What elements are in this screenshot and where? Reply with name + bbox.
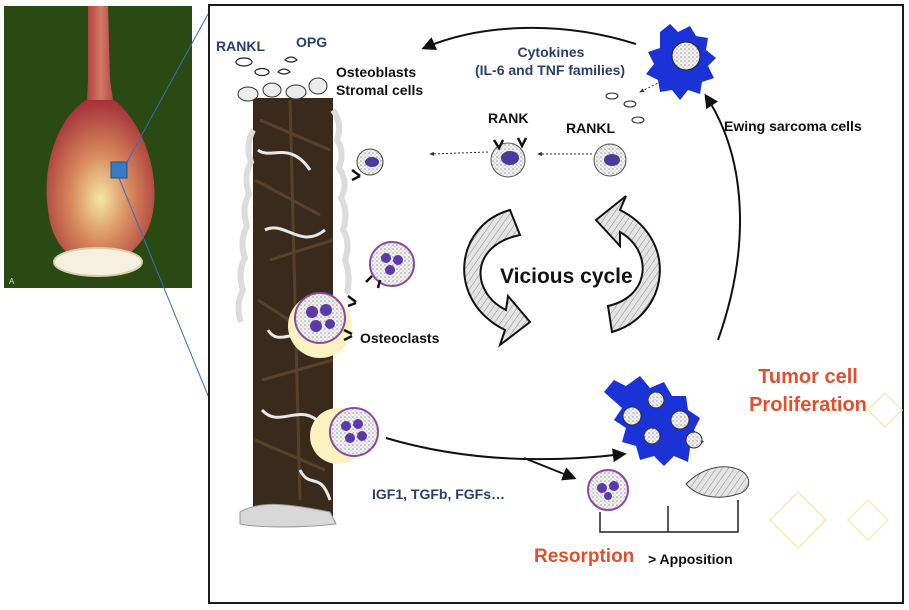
rank-label: RANK	[488, 110, 529, 126]
growth-factors-label: IGF1, TGFb, FGFs…	[372, 486, 505, 502]
tumor-cell-cluster	[604, 376, 704, 466]
ewing-sarcoma-cell	[646, 24, 716, 100]
precursor-cell	[593, 143, 627, 177]
tumor-cell-label: Tumor cell	[758, 366, 858, 388]
magnified-region-marker	[110, 161, 128, 179]
panel-letter: A	[9, 277, 15, 286]
cytokine-arrow	[421, 26, 637, 51]
dotted-arrow	[429, 151, 489, 156]
osteoclast-cell	[294, 292, 346, 344]
ewing-sarcoma-label: Ewing sarcoma cells	[724, 118, 862, 134]
rankl-label-top: RANKL	[216, 38, 265, 54]
rankl-opg-particles	[235, 56, 298, 77]
vicious-cycle-arrow-left	[463, 208, 532, 348]
osteoblasts-label: Osteoblasts	[336, 64, 417, 80]
rank-receptors	[343, 275, 382, 342]
vicious-cycle-label: Vicious cycle	[500, 265, 633, 288]
rankl-label-mid: RANKL	[566, 120, 615, 136]
vicious-cycle-arrow-right	[594, 195, 661, 334]
osteoblast-cell	[685, 466, 750, 498]
osteoclast-cell	[329, 407, 379, 457]
resorption-apposition-bracket	[599, 500, 739, 533]
bone-photo-panel	[4, 4, 255, 509]
resorbing-osteoclast	[587, 469, 629, 511]
growth-factor-arrow	[385, 437, 627, 463]
osteoclast-cell	[369, 241, 415, 287]
cytokines-label: Cytokines	[517, 44, 585, 60]
decorative-diamonds	[768, 391, 904, 550]
proliferation-label: Proliferation	[749, 394, 867, 416]
preosteoclast-cell	[351, 148, 384, 182]
cytokines-families-label: (IL-6 and TNF families)	[474, 62, 626, 78]
apposition-label: > Apposition	[648, 551, 733, 567]
stromal-cells-label: Stromal cells	[336, 82, 424, 98]
opg-label: OPG	[296, 34, 328, 50]
osteoclasts-label: Osteoclasts	[360, 330, 440, 346]
ewing-return-arrow	[704, 93, 741, 341]
resorption-arrow	[523, 457, 577, 481]
tumor-cell-nuclei	[622, 391, 703, 449]
resorption-label: Resorption	[534, 546, 635, 567]
precursor-cell-rank	[490, 137, 528, 178]
rankl-particles	[605, 92, 645, 124]
